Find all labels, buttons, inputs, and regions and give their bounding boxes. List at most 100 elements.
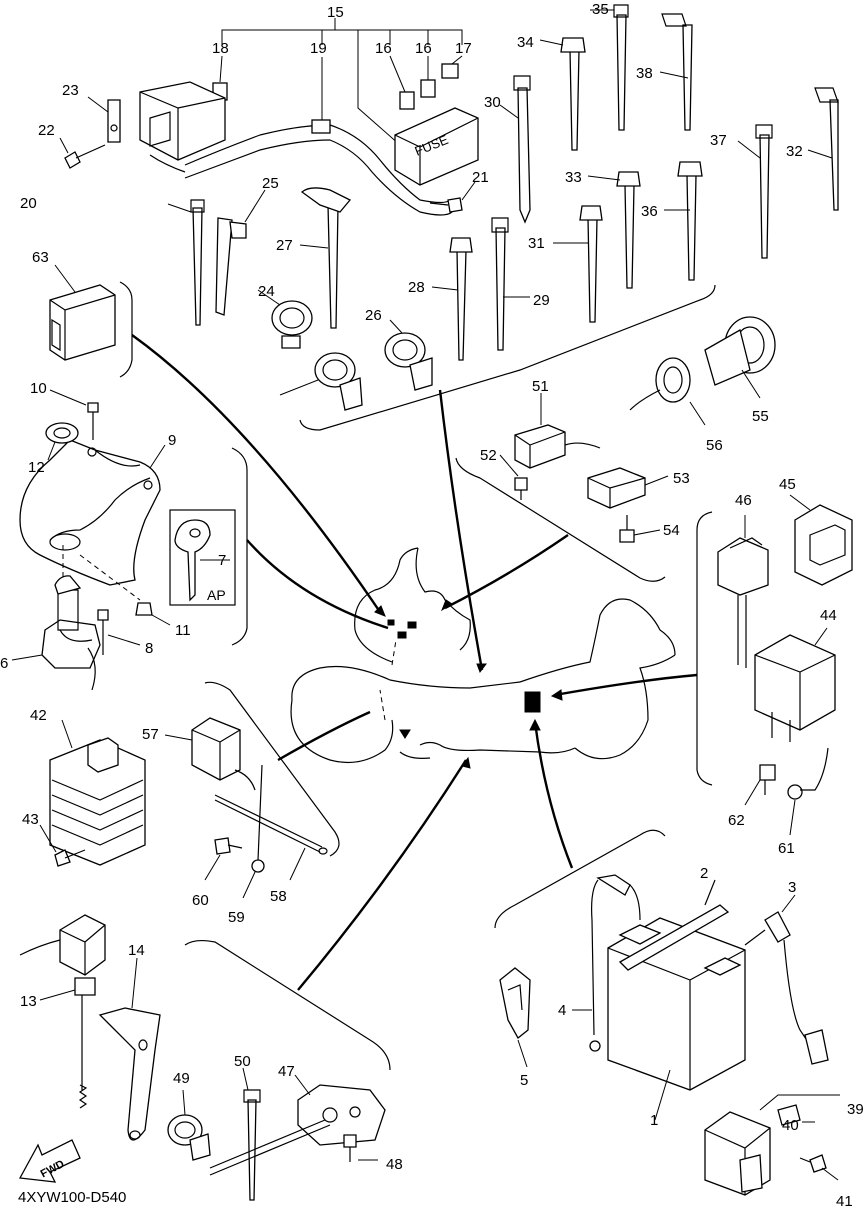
part-label-35: 35 (592, 1, 609, 18)
part-label-37: 37 (710, 132, 727, 149)
switch-54 (587, 467, 646, 509)
part-label-20: 20 (20, 195, 37, 212)
part-label-49: 49 (173, 1070, 190, 1087)
part-label-32: 32 (786, 143, 803, 160)
bolt-53 (514, 477, 528, 491)
cable-tie-28 (327, 204, 339, 329)
part-label-38: 38 (636, 65, 653, 82)
screw-10 (87, 402, 99, 413)
strap-2 (618, 904, 730, 971)
bracket-9 (19, 439, 161, 586)
part-label-16: 16 (415, 40, 432, 57)
fuse-17 (441, 63, 459, 79)
part-label-7: 7 (218, 552, 226, 569)
part-label-39: 39 (847, 1101, 864, 1118)
bracket-22 (107, 99, 121, 143)
rectifier-group (39, 719, 146, 867)
fuse-box-group: FUSE (59, 18, 479, 216)
part-label-29: 29 (533, 292, 550, 309)
part-label-58: 58 (270, 888, 287, 905)
cable-tie-36 (616, 14, 627, 131)
part-label-19: 19 (310, 40, 327, 57)
part-label-55: 55 (752, 408, 769, 425)
relay-46 (794, 504, 853, 586)
part-label-3: 3 (788, 879, 796, 896)
key-box-ap: AP (207, 587, 226, 603)
part-label-36: 36 (641, 203, 658, 220)
part-label-26: 26 (365, 307, 382, 324)
sidestand-switch-48 (297, 1084, 386, 1146)
part-label-59: 59 (228, 909, 245, 926)
strap-59 (214, 794, 323, 848)
switch-13 (59, 914, 106, 976)
part-label-2: 2 (700, 865, 708, 882)
bolt-63 (759, 764, 776, 781)
bracket-52-55 (455, 457, 666, 582)
part-label-51: 51 (532, 378, 549, 395)
switches-group (499, 316, 776, 543)
bolt-23 (64, 151, 81, 169)
ignition-location-marker (407, 621, 417, 629)
part-label-31: 31 (528, 235, 545, 252)
ground-lead-62 (787, 784, 803, 800)
cable-tie-32 (587, 217, 598, 323)
part-label-8: 8 (145, 640, 153, 657)
fusebox-location-marker (397, 631, 407, 639)
cable-tie-30 (495, 227, 506, 351)
fuse-16a (399, 91, 415, 110)
fuse-41 (777, 1104, 801, 1126)
bracket-right-relays (696, 511, 713, 786)
part-label-30: 30 (484, 94, 501, 111)
lead-3 (764, 911, 791, 943)
bracket-top-group (299, 284, 716, 431)
diagram-code: 4XYW100-D540 (18, 1189, 126, 1206)
sidestand-group (167, 1067, 386, 1201)
part-label-5: 5 (520, 1072, 528, 1089)
bracket-14 (98, 1007, 161, 1141)
screw-55 (619, 529, 635, 543)
part-label-6: 6 (0, 655, 8, 672)
bracket-64 (119, 281, 133, 378)
bracket-58-61 (204, 681, 340, 857)
cable-tie-33 (829, 99, 839, 211)
part-label-41: 41 (836, 1193, 853, 1209)
part-label-50: 50 (234, 1053, 251, 1070)
starter-relay (139, 81, 226, 161)
relay-58 (191, 717, 241, 781)
connector-19 (311, 119, 331, 134)
cable-tie-31 (517, 87, 531, 224)
part-label-4: 4 (558, 1002, 566, 1019)
cable-tie-20 (192, 207, 203, 326)
part-label-62: 62 (728, 812, 745, 829)
part-label-33: 33 (565, 169, 582, 186)
unit-64 (49, 264, 116, 361)
location-arrows (131, 334, 698, 991)
screw-49 (343, 1134, 357, 1148)
part-label-45: 45 (779, 476, 796, 493)
part-label-9: 9 (168, 432, 176, 449)
bracket-bottom-group (184, 939, 391, 1071)
relay-location-marker (387, 619, 395, 626)
clip-26 (215, 217, 233, 316)
clamp-27 (384, 332, 426, 368)
part-label-17: 17 (455, 40, 472, 57)
battery-1 (607, 917, 746, 1091)
part-label-24: 24 (258, 283, 275, 300)
part-label-57: 57 (142, 726, 159, 743)
part-label-34: 34 (517, 34, 534, 51)
cable-tie-37 (686, 174, 697, 281)
bolt-42 (809, 1154, 827, 1173)
part-label-13: 13 (20, 993, 37, 1010)
relay-45 (754, 634, 836, 731)
part-label-16: 16 (375, 40, 392, 57)
relay-58-group (164, 717, 328, 899)
bracket-ignition-group (231, 447, 248, 646)
battery-location-marker (524, 691, 541, 713)
part-label-1: 1 (650, 1112, 658, 1129)
lead-4 (589, 1040, 601, 1052)
switch-52 (514, 424, 566, 469)
part-label-48: 48 (386, 1156, 403, 1173)
part-label-25: 25 (262, 175, 279, 192)
part-label-22: 22 (38, 122, 55, 139)
